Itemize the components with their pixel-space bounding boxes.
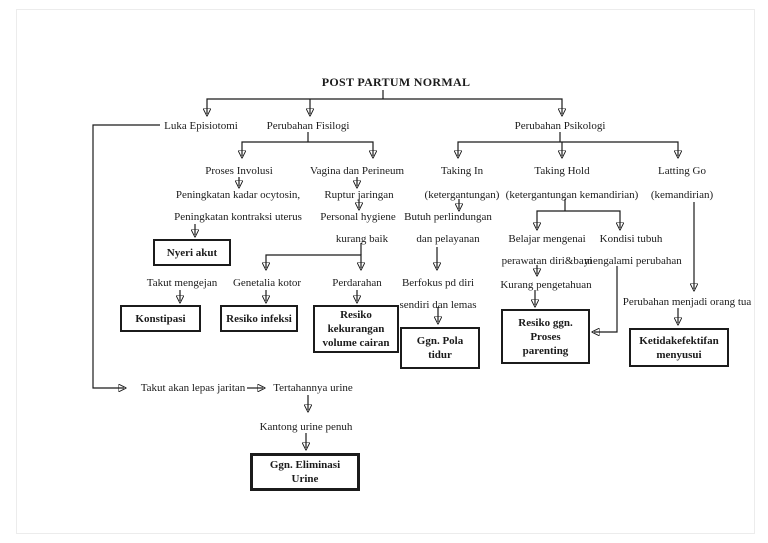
box-resiko-kekurangan-cairan: Resiko kekurangan volume cairan (313, 305, 399, 353)
node-belajar-mengenai: Belajar mengenai (508, 233, 586, 245)
node-ruptur-jaringan: Ruptur jaringan (324, 189, 394, 201)
node-berfokus-pd-diri: Berfokus pd diri (401, 277, 475, 289)
box-ggn-pola-tidur-line2: tidur (428, 349, 452, 361)
line-luka-elbow (92, 124, 160, 388)
node-latting-go: Latting Go (658, 165, 706, 177)
box-ketidakefektifan-menyusui: Ketidakefektifan menyusui (629, 328, 729, 367)
box-menyusui-line2: menyusui (656, 348, 702, 361)
node-personal-hygiene: Personal hygiene (320, 211, 396, 223)
node-sendiri-dan-lemas: sendiri dan lemas (399, 299, 477, 311)
box-resiko-infeksi-label: Resiko infeksi (226, 312, 292, 325)
box-resiko-kekurangan-cairan-line3: volume cairan (322, 337, 390, 349)
node-tertahannya-urine: Tertahannya urine (273, 382, 353, 394)
node-kurang-baik: kurang baik (335, 233, 389, 245)
node-takut-lepas-jaritan: Takut akan lepas jaritan (140, 382, 246, 394)
box-nyeri-akut-label: Nyeri akut (166, 246, 218, 259)
box-ggn-pola-tidur: Ggn. Pola tidur (400, 327, 480, 369)
box-resiko-infeksi: Resiko infeksi (220, 305, 298, 332)
node-perubahan-psikologi: Perubahan Psikologi (514, 120, 606, 132)
node-ketergantungan-kemandirian: (ketergantungan kemandirian) (505, 189, 639, 201)
box-resiko-ggn-proses-parenting: Resiko ggn. Proses parenting (501, 309, 590, 364)
node-kondisi-tubuh: Kondisi tubuh (599, 233, 663, 245)
line-kondisi-to-parenting (594, 266, 618, 332)
box-parenting-line3: parenting (522, 344, 569, 357)
node-perubahan-fisiologi: Perubahan Fisilogi (266, 120, 350, 132)
box-resiko-kekurangan-cairan-line1: Resiko (340, 309, 372, 321)
box-eliminasi-line2: Urine (291, 473, 319, 485)
node-dan-pelayanan: dan pelayanan (416, 233, 480, 245)
box-konstipasi: Konstipasi (120, 305, 201, 332)
box-ggn-pola-tidur-line1: Ggn. Pola (416, 335, 464, 347)
node-genetalia-kotor: Genetalia kotor (232, 277, 302, 289)
node-butuh-perlindungan: Butuh perlindungan (404, 211, 492, 223)
box-resiko-kekurangan-cairan-line2: kekurangan (327, 323, 385, 335)
line-kurangbaik-branch (266, 254, 361, 268)
page-title: POST PARTUM NORMAL (321, 75, 471, 89)
box-nyeri-akut: Nyeri akut (153, 239, 231, 266)
node-luka-episiotomi: Luka Episiotomi (164, 120, 238, 132)
node-perawatan-diri-bayi: perawatan diri&bayi (501, 255, 593, 267)
node-perubahan-orang-tua: Perubahan menjadi orang tua (622, 296, 752, 308)
line-level1-branch (207, 98, 562, 114)
node-ketergantungan: (ketergantungan) (424, 189, 500, 201)
node-perdarahan: Perdarahan (332, 277, 382, 289)
box-parenting-line2: Proses (530, 330, 561, 343)
box-eliminasi-line1: Ggn. Eliminasi (269, 459, 341, 471)
box-parenting-line1: Resiko ggn. (518, 316, 573, 329)
node-vagina-perineum: Vagina dan Perineum (309, 165, 405, 177)
node-kantong-urine-penuh: Kantong urine penuh (259, 421, 353, 433)
node-kemandirian: (kemandirian) (650, 189, 714, 201)
box-ggn-eliminasi-urine: Ggn. Eliminasi Urine (250, 453, 360, 491)
line-psikologi-branch (458, 141, 678, 156)
node-takut-mengejan: Takut mengejan (146, 277, 218, 289)
node-peningkatan-kontraksi: Peningkatan kontraksi uterus (174, 211, 302, 223)
line-fisiologi-branch (242, 141, 373, 156)
node-peningkatan-ocytosin: Peningkatan kadar ocytosin, (175, 189, 301, 201)
node-mengalami-perubahan: mengalami perubahan (584, 255, 682, 267)
box-konstipasi-label: Konstipasi (135, 312, 186, 325)
node-kurang-pengetahuan: Kurang pengetahuan (500, 279, 592, 291)
node-proses-involusi: Proses Involusi (205, 165, 273, 177)
box-menyusui-line1: Ketidakefektifan (639, 334, 719, 347)
node-taking-hold: Taking Hold (534, 165, 590, 177)
node-taking-in: Taking In (440, 165, 484, 177)
line-takinghold-branch (537, 210, 620, 228)
